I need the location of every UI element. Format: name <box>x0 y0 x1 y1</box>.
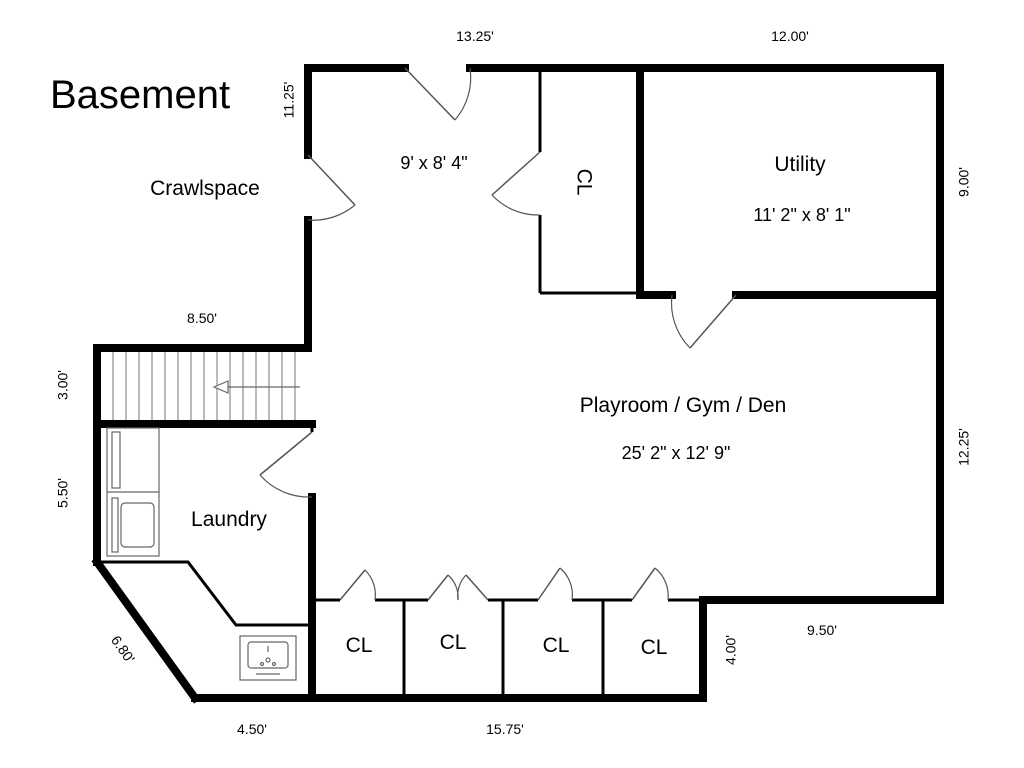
sink <box>239 635 297 681</box>
dim-right-lower: 12.25' <box>956 428 972 466</box>
dim-left-upper: 11.25' <box>281 82 297 119</box>
dim-diagonal: 6.80' <box>108 632 138 666</box>
dim-step-vertical: 4.00' <box>723 635 739 665</box>
dim-right-upper: 9.00' <box>956 167 972 197</box>
staircase <box>112 352 300 420</box>
walls <box>91 64 944 704</box>
door-top-closet <box>491 151 541 216</box>
label-closet-top: CL <box>572 169 595 196</box>
dim-stairs: 3.00' <box>55 370 71 400</box>
door-closet-4 <box>631 567 669 601</box>
door-crawlspace <box>307 154 356 221</box>
label-playroom: Playroom / Gym / Den <box>580 394 787 417</box>
door-closet-3 <box>537 567 573 601</box>
area-utility: 11' 2" x 8' 1" <box>753 205 850 225</box>
label-closet-3: CL <box>543 634 570 657</box>
washer-dryer <box>106 427 160 557</box>
area-playroom: 25' 2" x 12' 9" <box>622 443 731 463</box>
area-hall: 9' x 8' 4" <box>400 153 467 173</box>
label-laundry: Laundry <box>191 508 267 531</box>
label-closet-1: CL <box>346 634 373 657</box>
dim-bottom-left: 4.50' <box>237 721 267 737</box>
dim-laundry-left: 5.50' <box>55 478 71 508</box>
dim-step-horizontal: 9.50' <box>807 622 837 638</box>
door-closet-2 <box>427 574 489 601</box>
door-laundry <box>259 431 313 498</box>
dim-bottom-mid: 15.75' <box>486 721 524 737</box>
dim-top-left: 13.25' <box>456 28 494 44</box>
plan-title: Basement <box>50 73 230 117</box>
label-closet-4: CL <box>641 636 668 659</box>
label-utility: Utility <box>774 153 826 176</box>
dim-crawl-bottom: 8.50' <box>187 310 217 326</box>
door-top <box>404 67 472 121</box>
dim-top-right: 12.00' <box>771 28 809 44</box>
stair-arrow-head <box>212 380 229 394</box>
label-crawlspace: Crawlspace <box>150 177 260 200</box>
doors <box>259 67 737 601</box>
door-utility <box>670 294 737 349</box>
label-closet-2: CL <box>440 631 467 654</box>
door-closet-1 <box>339 569 376 601</box>
